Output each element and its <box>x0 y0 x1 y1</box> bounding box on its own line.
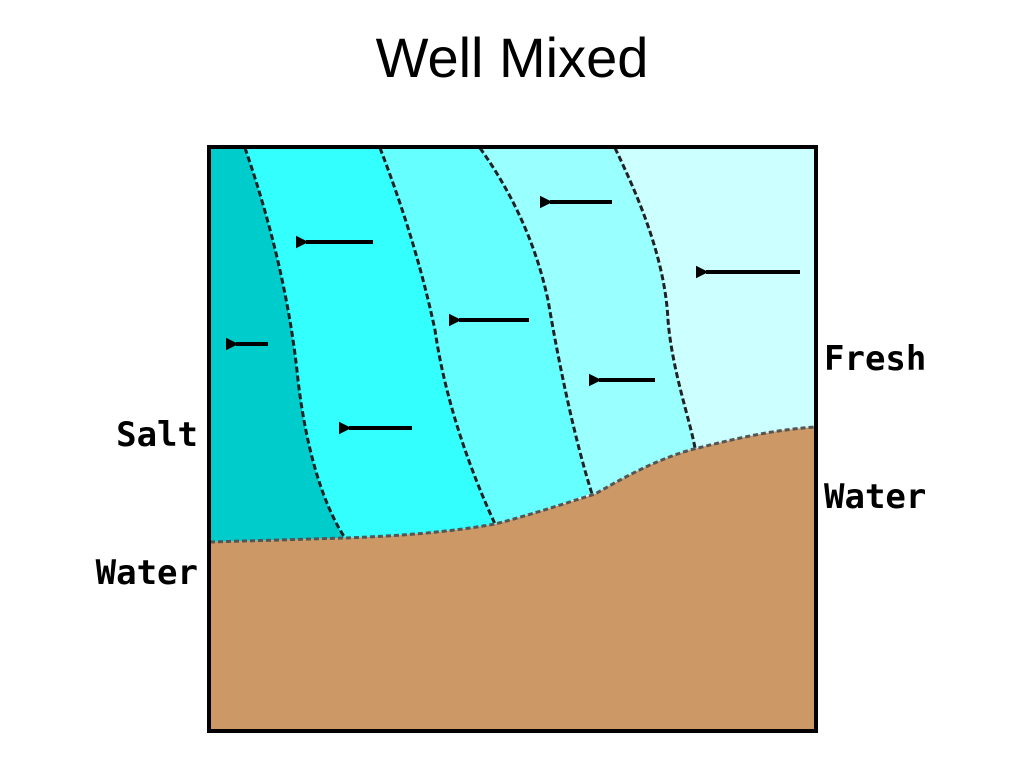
fresh-water-label-line1: Fresh <box>824 339 927 379</box>
salt-water-label-line1: Salt <box>116 415 198 455</box>
salt-water-label: Salt Water <box>60 320 198 688</box>
mixing-zone-3 <box>380 148 590 524</box>
salt-water-zone <box>210 148 345 542</box>
isohaline-line-3 <box>478 147 594 495</box>
isohaline-line-1 <box>243 147 347 539</box>
fresh-water-label-line2: Water <box>824 477 927 517</box>
slide-title: Well Mixed <box>375 26 649 89</box>
isohaline-line-4 <box>613 147 697 449</box>
isohaline-line-2 <box>378 147 497 525</box>
seabed <box>210 427 815 730</box>
fresh-water-label: Fresh Water <box>824 244 984 612</box>
diagram-frame <box>207 145 818 733</box>
salt-water-label-line2: Water <box>95 553 198 593</box>
mixing-zone-4 <box>480 148 695 494</box>
